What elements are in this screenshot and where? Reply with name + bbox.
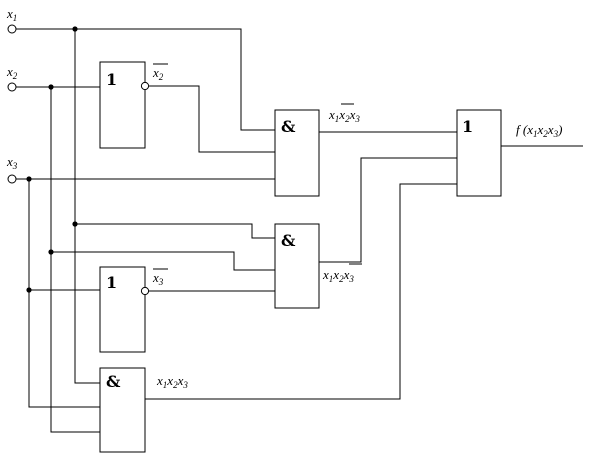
svg-text:x1x2x3: x1x2x3 [156,373,188,390]
input-label-x2: x2 [6,64,18,81]
and-gate-2-symbol: & [281,231,296,250]
or-gate-output [456,109,502,197]
wire-and3-out [145,183,457,400]
wire-x2-bus [50,87,100,433]
and-gate-1-symbol: & [281,117,296,136]
label-and1-output: x1x2x3 [328,103,360,124]
svg-text:x2: x2 [152,65,164,82]
svg-text:x1x2x3: x1x2x3 [322,267,354,284]
and-gate-3 [99,367,146,453]
svg-text:x1x2x3: x1x2x3 [328,107,360,124]
junction-x2-top [48,84,54,90]
not-gate-bottom-symbol: 1 [106,273,117,292]
junction-x3-top [26,176,32,182]
svg-text:f (x1x2x3): f (x1x2x3) [516,122,562,139]
input-terminal-x1 [7,24,17,34]
input-terminal-x2 [7,82,17,92]
junction-x1-mid [72,221,78,227]
and-gate-1 [274,109,320,197]
junction-x1-top [72,26,78,32]
and-gate-2 [274,223,320,309]
inverter-bubble-top [140,81,150,91]
label-and2-output: x1x2x3 [322,263,362,284]
wire-x1-main [16,28,275,131]
input-terminal-x3 [7,174,17,184]
label-not-x2: x2 [152,63,168,82]
wire-and2-out [319,157,457,263]
label-not-x3: x3 [152,268,168,287]
label-output-function: f (x1x2x3) [516,122,562,139]
not-gate-top [99,61,146,149]
input-label-x1: x1 [6,6,17,23]
wire-not-x2-out [149,85,275,153]
wire-x3-bus [28,179,100,408]
not-gate-top-symbol: 1 [106,70,117,89]
wire-x2-to-and2 [51,251,275,271]
wire-x1-bus [74,29,100,384]
inverter-bubble-bottom [140,286,150,296]
wire-x1-to-and2 [75,223,275,239]
label-and3-output: x1x2x3 [156,373,188,390]
junction-x3-mid [26,287,32,293]
not-gate-bottom [99,266,146,353]
svg-text:x3: x3 [152,270,164,287]
or-gate-output-symbol: 1 [462,117,473,136]
input-label-x3: x3 [6,154,18,171]
junction-x2-mid [48,249,54,255]
and-gate-3-symbol: & [106,372,121,391]
